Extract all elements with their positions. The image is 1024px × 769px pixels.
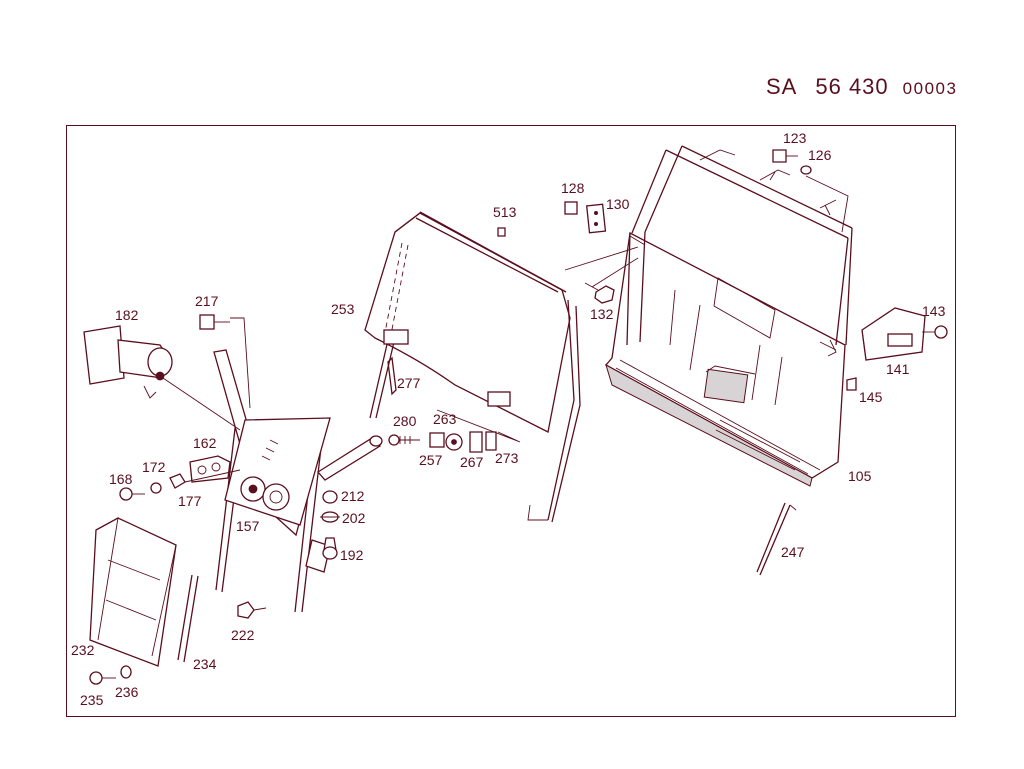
part-172-washer (150, 482, 162, 494)
callout-280: 280 (393, 413, 417, 429)
part-257-nut (429, 432, 445, 448)
part-145-clip (846, 377, 857, 391)
regulator-assembly (213, 349, 383, 613)
callout-235: 235 (80, 692, 104, 708)
part-130-plate (585, 203, 607, 234)
part-273-clip (469, 431, 483, 453)
part-192-bolt (322, 537, 338, 560)
callout-513: 513 (493, 204, 517, 220)
part-177-nut (169, 473, 186, 489)
part-277-pin (387, 356, 397, 396)
callout-257: 257 (419, 452, 443, 468)
part-247-rod (756, 502, 791, 576)
callout-105: 105 (848, 468, 872, 484)
part-212-nut (322, 490, 338, 504)
callout-182: 182 (115, 307, 139, 323)
callout-222: 222 (231, 627, 255, 643)
callout-177: 177 (178, 493, 202, 509)
callout-145: 145 (859, 389, 883, 405)
callout-232: 232 (71, 642, 95, 658)
part-513-clip (497, 227, 506, 237)
callout-234: 234 (193, 656, 217, 672)
callout-273: 273 (495, 450, 519, 466)
callout-277: 277 (397, 375, 421, 391)
drawing-group: 56 430 (815, 74, 889, 99)
callout-141: 141 (886, 361, 910, 377)
callout-162: 162 (193, 435, 217, 451)
part-123-bolt (772, 149, 798, 163)
part-162-bracket (189, 455, 231, 483)
part-182-motor (83, 325, 173, 399)
diagram-frame (66, 125, 956, 717)
part-126-washer (800, 165, 812, 175)
callout-157: 157 (236, 518, 260, 534)
part-143-screw (922, 325, 948, 339)
door-inner-panel (604, 145, 853, 487)
callout-132: 132 (590, 306, 614, 322)
callout-202: 202 (342, 510, 366, 526)
part-236-washer (120, 665, 132, 679)
callout-128: 128 (561, 180, 585, 196)
callout-143: 143 (922, 303, 946, 319)
part-132-bolt (584, 282, 615, 304)
callout-212: 212 (341, 488, 365, 504)
drawing-sheet: 00003 (902, 79, 958, 98)
callout-168: 168 (109, 471, 133, 487)
part-202-lockwasher (320, 511, 340, 523)
callout-253: 253 (331, 301, 355, 317)
part-168-screw (119, 487, 145, 501)
callout-263: 263 (433, 411, 457, 427)
callout-172: 172 (142, 459, 166, 475)
callout-236: 236 (115, 684, 139, 700)
part-280-screw (388, 434, 420, 446)
drawing-prefix: SA (766, 74, 798, 99)
callout-123: 123 (783, 130, 807, 146)
callout-267: 267 (460, 454, 484, 470)
part-222-bolt (237, 601, 267, 619)
part-141-bracket (861, 307, 926, 361)
callout-217: 217 (195, 293, 219, 309)
callout-192: 192 (340, 547, 364, 563)
drawing-code: SA 56 430 00003 (766, 74, 957, 100)
part-234-seal (177, 574, 199, 663)
part-217-screw (199, 314, 230, 330)
callout-130: 130 (606, 196, 630, 212)
callout-247: 247 (781, 544, 805, 560)
callout-126: 126 (808, 147, 832, 163)
part-128-clip (564, 201, 578, 215)
part-232-cover (89, 517, 177, 667)
callout-labels: 123 126 128 130 513 132 143 141 145 105 … (71, 130, 946, 708)
part-253-window-glass (364, 211, 581, 523)
part-235-screw (89, 671, 116, 685)
